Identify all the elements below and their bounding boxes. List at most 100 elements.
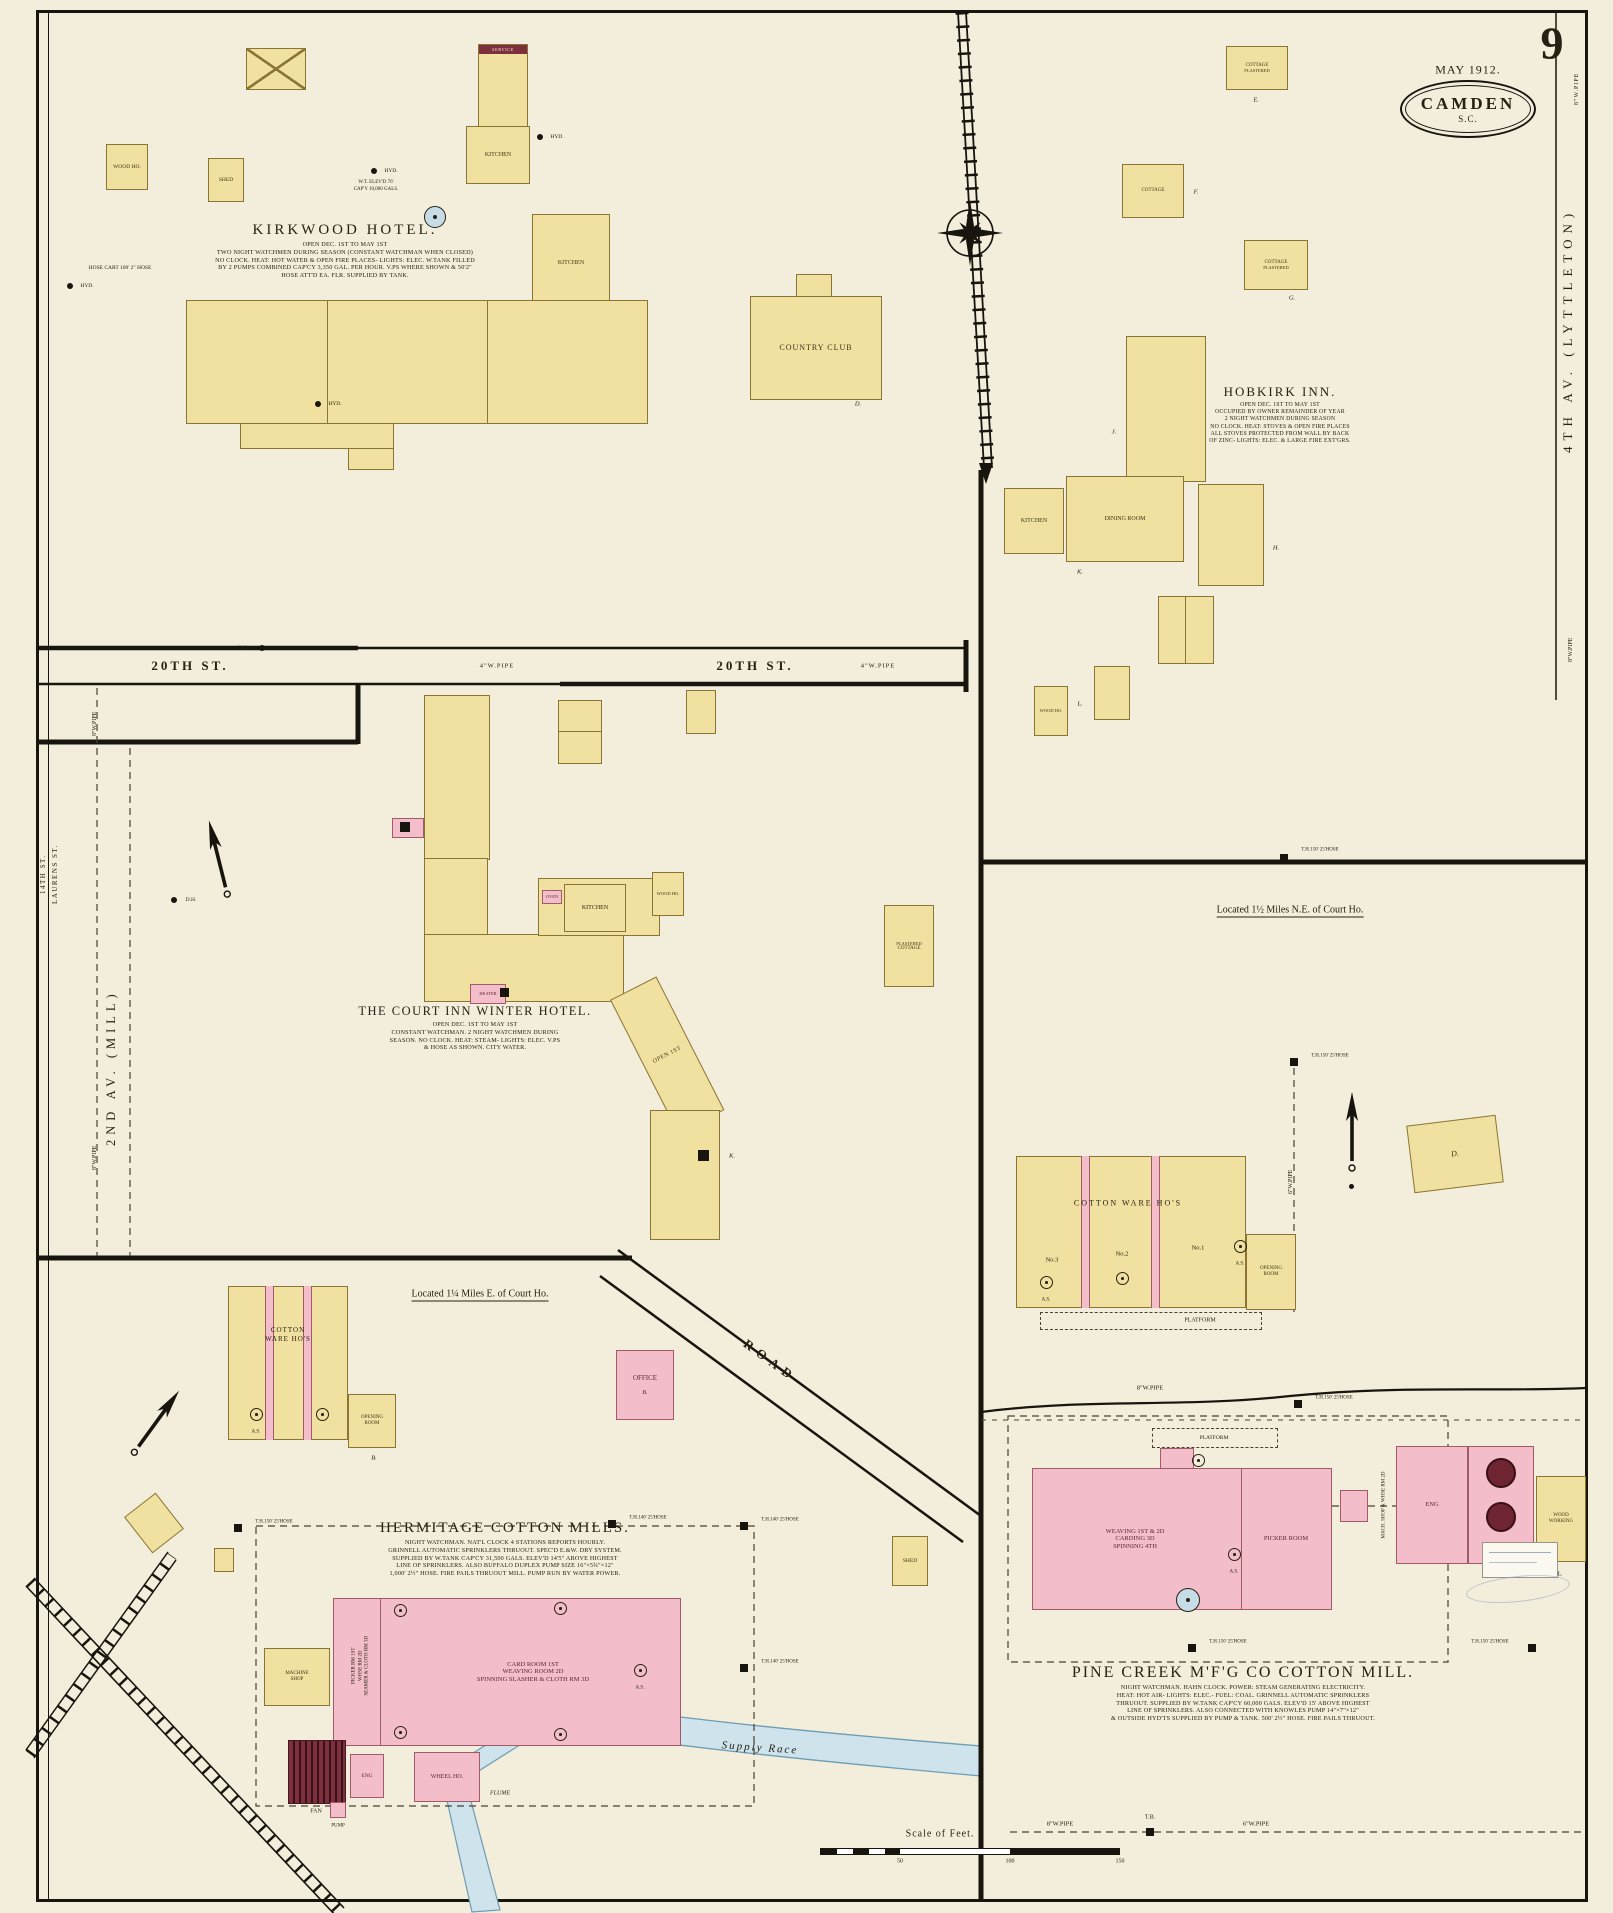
open-first-label: OPEN 1ST: [651, 1044, 683, 1065]
map-border-frame: [36, 10, 1588, 1902]
hose-cart-note: HOSE CART 100' 2" HOSE: [88, 264, 152, 271]
kirkwood-hotel-main: [186, 300, 648, 424]
court-inn-mid: [424, 858, 488, 936]
room-label: CARD ROOM 1ST: [507, 1660, 559, 1668]
auto-sprinkler-symbol: [316, 1408, 329, 1421]
platform-east-label: PLATFORM: [1184, 1317, 1216, 1324]
country-club-id: D.: [854, 400, 862, 408]
hobkirk-wood-house: WOOD HO.: [1034, 686, 1068, 736]
th-marker: [1294, 1400, 1302, 1408]
cottage-label: COTTAGE: [1245, 62, 1269, 68]
auto-sprinkler-label: A.S.: [635, 1685, 645, 1691]
auto-sprinkler-symbol: [1192, 1454, 1205, 1467]
auto-sprinkler-symbol: [554, 1728, 567, 1741]
service-label: SERVICE: [479, 45, 527, 55]
located-east-text: Located 1¼ Miles E. of Court Ho.: [411, 1288, 549, 1302]
firewall-stripe: [303, 1286, 312, 1440]
auto-sprinkler-symbol: [250, 1408, 263, 1421]
hydrant-label: HYD.: [550, 133, 564, 140]
boiler-symbol: [1486, 1458, 1516, 1488]
chimney-marker: [400, 822, 410, 832]
court-inn-note: SEASON. NO CLOCK. HEAT: STEAM- LIGHTS: E…: [389, 1036, 561, 1044]
block-boundary-lines: [39, 12, 1586, 1900]
hermitage-mill-main: CARD ROOM 1ST WEAVING ROOM 2D SPINNING S…: [333, 1598, 681, 1746]
hobkirk-main: [1126, 336, 1206, 482]
firewall-stripe: [1081, 1156, 1090, 1308]
pump-label: PUMP: [331, 1823, 345, 1829]
map-date: MAY 1912.: [1435, 62, 1501, 77]
water-tank-note-line: CAP'Y 10,000 GALS.: [353, 186, 399, 192]
kirkwood-hotel-ext-2: [348, 448, 394, 470]
cottage-g: COTTAGE PLASTERED: [1244, 240, 1308, 290]
picker-room-area: PICKER ROOM: [1243, 1469, 1329, 1609]
left-margin-street-1: 14TH ST.: [39, 854, 47, 894]
cottage-e: COTTAGE PLASTERED: [1226, 46, 1288, 90]
cotton-warehouses-west-label: COTTON WARE HO'S: [248, 1326, 328, 1344]
th-marker: [1528, 1644, 1536, 1652]
auto-sprinkler-symbol: [634, 1664, 647, 1677]
wall-line: [558, 731, 602, 732]
pinecreek-title: PINE CREEK M'F'G CO COTTON MILL.: [1071, 1664, 1415, 1681]
machine-shop-label: SHOP: [290, 1677, 304, 1682]
wood-working-id: L.: [1557, 1570, 1563, 1578]
warehouse-no2-label: No.2: [1115, 1250, 1129, 1258]
hydrant-marker: [371, 168, 377, 174]
tb-marker: [1146, 1828, 1154, 1836]
dead-hydrant-label: D.H.: [237, 644, 249, 651]
wood-working-label: WORKING: [1548, 1519, 1574, 1524]
machine-shop: MACHINE SHOP: [264, 1648, 330, 1706]
water-tank: [424, 206, 446, 228]
located-northeast-text: Located 1½ Miles N.E. of Court Ho.: [1216, 904, 1364, 918]
th-marker-label: T.H.150' 25'HOSE: [1209, 1639, 1247, 1645]
hobkirk-note: NO CLOCK. HEAT: STOVES & OPEN FIRE PLACE…: [1210, 423, 1350, 430]
court-inn-outbuilding-a: [558, 700, 602, 764]
map-border-inner-line: [48, 10, 49, 1902]
dining-room-label: DINING ROOM: [1104, 515, 1146, 522]
crossed-shed: [246, 48, 306, 90]
shed-northwest: SHED: [208, 158, 244, 202]
machine-shop-label: MACHINE: [285, 1671, 309, 1677]
th-marker: [740, 1664, 748, 1672]
kirkwood-kitchen-wing: KITCHEN: [532, 214, 610, 312]
hobkirk-id-j: J.: [1111, 428, 1117, 436]
th-marker-label: T.H.150' 25'HOSE: [1471, 1639, 1509, 1645]
scale-segment: [1009, 1849, 1119, 1854]
shed-label: SHED: [902, 1557, 918, 1564]
flume-label: FLUME: [490, 1790, 510, 1797]
hydrant-label: HYD.: [328, 400, 342, 407]
auto-sprinkler-symbol: [1040, 1276, 1053, 1289]
twentieth-street-lines: [39, 640, 969, 692]
pinecreek-caption: PINE CREEK M'F'G CO COTTON MILL. NIGHT W…: [1063, 1664, 1423, 1723]
wall-line: [327, 300, 328, 424]
auto-sprinkler-label: A.S.: [1229, 1569, 1239, 1575]
country-club-label: COUNTRY CLUB: [779, 343, 853, 353]
cottage-label: COTTAGE: [1141, 188, 1165, 194]
map-legend-box: [1482, 1542, 1558, 1578]
hobkirk-kitchen: KITCHEN: [1004, 488, 1064, 554]
cottage-sublabel: PLASTERED: [1263, 265, 1289, 271]
court-inn-north-wing: [538, 878, 660, 936]
country-club: COUNTRY CLUB: [750, 296, 882, 400]
cotton-warehouses-east-label: COTTON WARE HO'S: [1073, 1198, 1183, 1208]
tb-label: T.B.: [1144, 1814, 1156, 1821]
pump-house: [330, 1802, 346, 1818]
diagonal-road-lines: [599, 1248, 982, 1544]
opening-room-west-id: B.: [371, 1454, 377, 1462]
wood-house-label: WOOD HO.: [113, 163, 141, 170]
court-inn-main: [424, 934, 624, 1002]
opening-room-label: ROOM: [1263, 1272, 1279, 1277]
state-name: S.C.: [1458, 114, 1478, 124]
opening-room-label: OPENING: [361, 1415, 383, 1421]
hobkirk-id-k: K.: [1077, 568, 1083, 576]
picker-room-label: PICKER ROOM: [1263, 1535, 1309, 1543]
hermitage-picker-label: PICKER RM 1ST WHSE RM 2D SEAMER & CLOTH …: [351, 1601, 371, 1731]
scale-segment: [821, 1849, 837, 1854]
scale-tick-50: 50: [897, 1858, 903, 1865]
pipe-label-4w-a: 4"W.PIPE: [479, 662, 515, 670]
court-inn-wood-house: WOOD HO.: [652, 872, 684, 916]
firewall-stripe: [265, 1286, 274, 1440]
auto-sprinkler-label: A.S.: [1041, 1297, 1051, 1303]
court-inn-oven: OVEN: [542, 890, 562, 904]
shed-label: SHED: [218, 176, 234, 183]
th-marker: [1290, 1058, 1298, 1066]
